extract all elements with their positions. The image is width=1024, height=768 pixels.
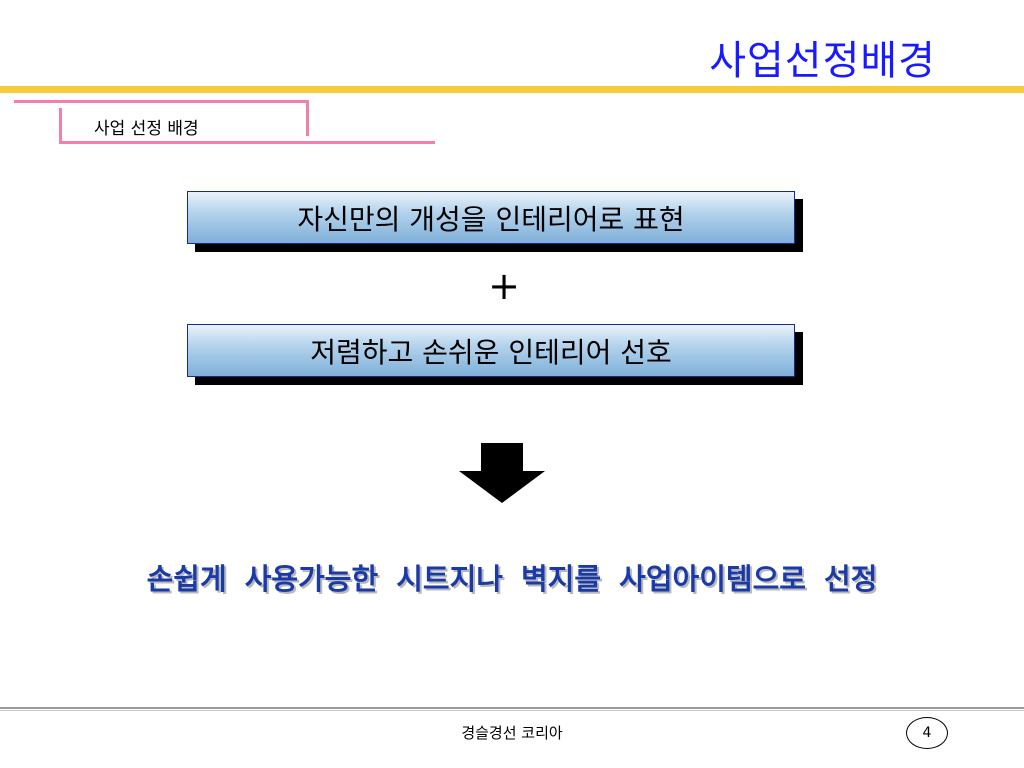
statement-box-affordable: 저렴하고 손쉬운 인테리어 선호 [187,324,795,377]
page-number: 4 [906,717,948,749]
footer-company: 경슬경선 코리아 [461,724,563,742]
slide-title: 사업선정배경 [709,38,936,84]
section-line-left [59,108,62,142]
section-tab: 사업 선정 배경 [14,100,435,146]
section-line-bottom [59,141,435,144]
down-arrow-icon [459,443,545,503]
title-rule [0,86,1024,93]
conclusion-text: 손쉽게 사용가능한 시트지나 벽지를 사업아이템으로 선정 [146,562,878,596]
footer-rule [0,707,1024,711]
section-line-right [306,100,309,136]
section-label: 사업 선정 배경 [94,119,199,139]
statement-box-personality: 자신만의 개성을 인테리어로 표현 [187,191,795,244]
section-line-top [14,100,308,103]
plus-sign: + [488,264,520,308]
